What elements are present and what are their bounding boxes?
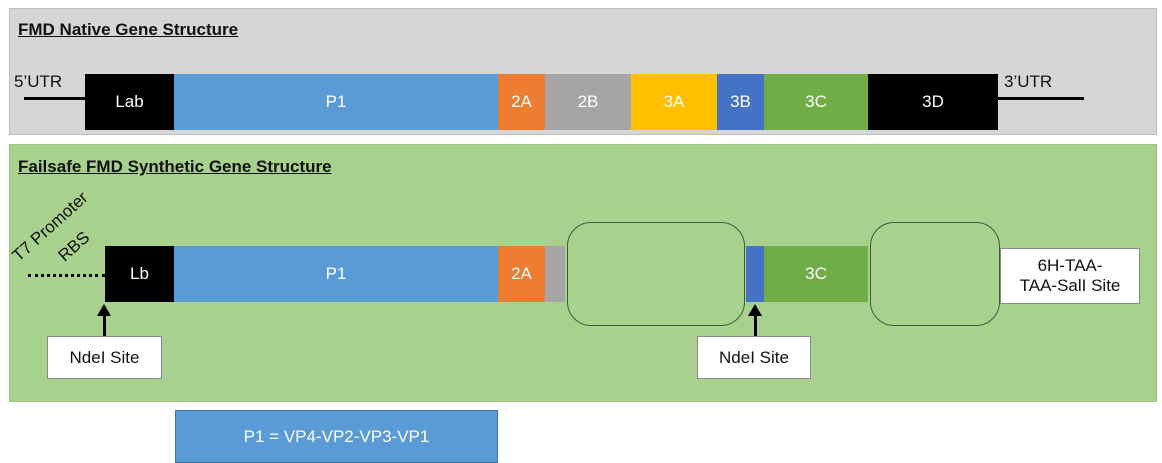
utr3-line <box>998 97 1084 100</box>
promoter-dotted-line <box>28 274 105 277</box>
tail-site-line1: 6H-TAA- <box>1037 256 1103 275</box>
native-segment-3b: 3B <box>717 74 764 130</box>
tail-site-line2: TAA-SalI Site <box>1019 276 1121 295</box>
native-segment-3a: 3A <box>631 74 717 130</box>
utr5-label: 5’UTR <box>14 72 63 91</box>
synthetic-segment-2a: 2A <box>498 246 545 302</box>
utr5-line <box>24 97 86 100</box>
synthetic-segment-2b-fragment <box>545 246 565 302</box>
synthetic-segment-lb: Lb <box>105 246 174 302</box>
ndei-site-left: NdeI Site <box>47 336 162 379</box>
deleted-region-bracket-1 <box>567 222 745 326</box>
tail-site-box: 6H-TAA- TAA-SalI Site <box>1000 248 1140 304</box>
native-segment-lab: Lab <box>85 74 174 130</box>
native-title: FMD Native Gene Structure <box>18 20 239 39</box>
native-segment-p1: P1 <box>174 74 498 130</box>
ndei-left-arrow <box>97 304 111 336</box>
ndei-site-right: NdeI Site <box>697 336 811 379</box>
native-segment-3c: 3C <box>764 74 868 130</box>
synthetic-segment-p1: P1 <box>174 246 498 302</box>
native-segment-3d: 3D <box>868 74 998 130</box>
ndei-right-arrow <box>748 304 762 336</box>
native-segment-2b: 2B <box>545 74 631 130</box>
synthetic-segment-3c: 3C <box>764 246 868 302</box>
native-segment-2a: 2A <box>498 74 545 130</box>
p1-legend-box: P1 = VP4-VP2-VP3-VP1 <box>175 410 498 463</box>
deleted-region-bracket-2 <box>870 222 1000 326</box>
utr3-label: 3’UTR <box>1004 72 1053 91</box>
synthetic-title: Failsafe FMD Synthetic Gene Structure <box>18 157 332 176</box>
synthetic-segment-3b-fragment <box>746 246 764 302</box>
